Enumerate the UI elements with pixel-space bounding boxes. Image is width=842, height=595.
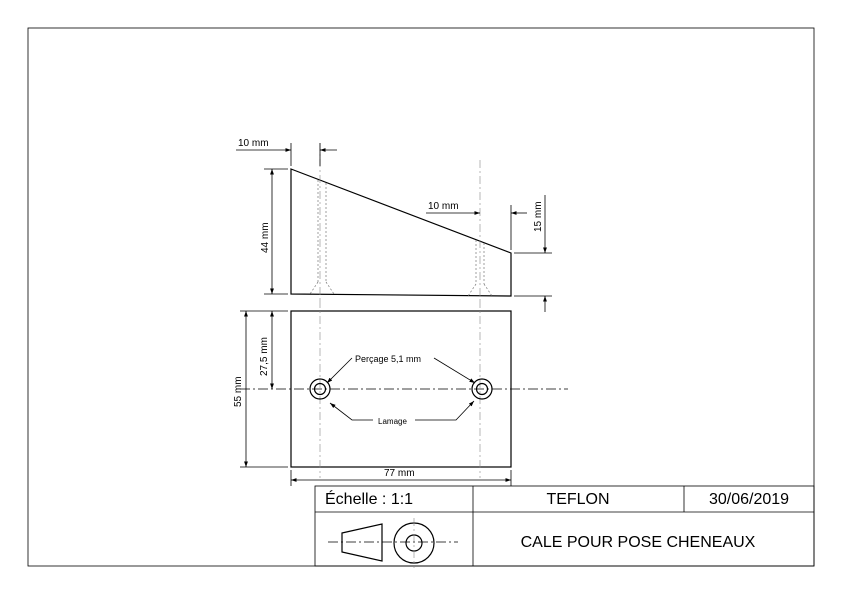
date-label: 30/06/2019 <box>709 491 789 508</box>
dim-label-total-height: 55 mm <box>233 376 244 407</box>
dim-label-top-left: 10 mm <box>238 138 269 149</box>
dim-top-right-offset: 10 mm <box>426 201 527 250</box>
dim-top-left-offset: 10 mm <box>236 138 337 166</box>
dim-height-right: 15 mm <box>514 195 552 312</box>
projection-symbol-icon <box>328 518 458 568</box>
drawing-title: CALE POUR POSE CHENEAUX <box>521 534 756 551</box>
counterbore-right <box>471 378 493 400</box>
drawing-frame <box>27 27 815 567</box>
hole-right <box>475 382 489 396</box>
dim-total-height: 55 mm <box>233 310 288 468</box>
wedge-outline <box>290 168 512 297</box>
callout-countersink: Lamage <box>329 400 475 426</box>
dim-label-top-right: 10 mm <box>428 201 459 212</box>
counterbore-left <box>309 378 331 400</box>
dim-hole-center-height: 27,5 mm <box>259 310 288 389</box>
side-view <box>290 143 512 300</box>
label-countersink: Lamage <box>378 417 407 426</box>
top-view <box>240 300 568 478</box>
dim-total-length: 77 mm <box>290 468 512 486</box>
material-label: TEFLON <box>546 491 609 508</box>
title-block: Échelle : 1:1 TEFLON 30/06/2019 CALE POU… <box>314 485 815 568</box>
hole-left <box>313 382 327 396</box>
scale-label: Échelle : 1:1 <box>325 489 413 508</box>
dim-height-left: 44 mm <box>260 168 288 295</box>
dim-label-hole-center: 27,5 mm <box>259 337 270 376</box>
callout-drilling: Perçage 5,1 mm <box>326 354 476 384</box>
label-drilling: Perçage 5,1 mm <box>355 354 421 364</box>
dim-label-height-right: 15 mm <box>533 201 544 232</box>
dim-label-height-left: 44 mm <box>260 222 271 253</box>
dim-label-total-length: 77 mm <box>384 468 415 479</box>
